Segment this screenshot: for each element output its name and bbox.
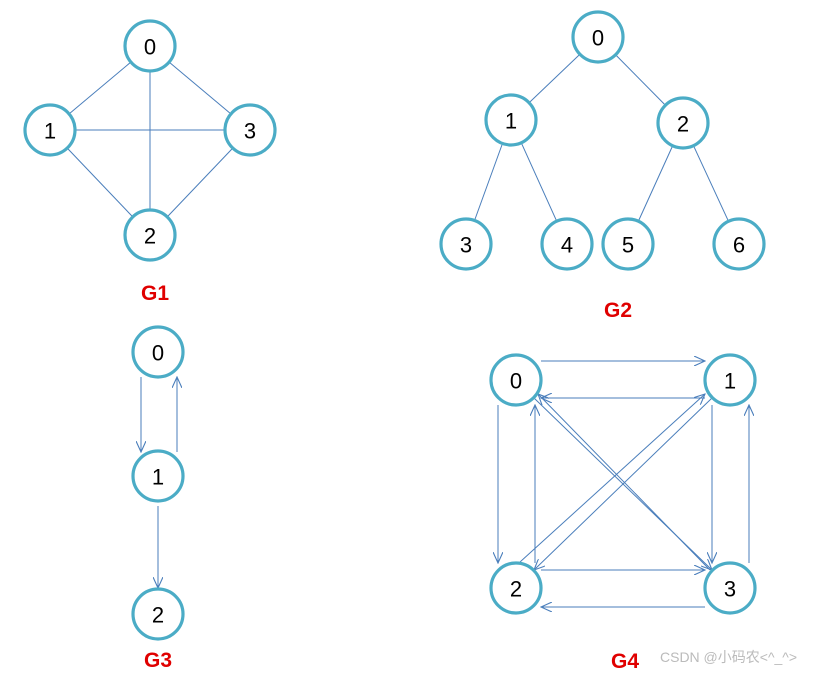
node-g2-6: 6 [712, 217, 766, 271]
node-circle [439, 217, 493, 271]
node-label: 6 [733, 233, 745, 258]
node-label: 2 [510, 577, 522, 602]
node-circle [571, 10, 625, 64]
node-circle [131, 587, 185, 641]
node-g3-2: 2 [131, 587, 185, 641]
node-circle [484, 93, 538, 147]
node-label: 0 [144, 35, 156, 60]
node-label: 0 [152, 341, 164, 366]
node-label: 0 [510, 369, 522, 394]
node-g2-3: 3 [439, 217, 493, 271]
node-g1-3: 3 [223, 103, 277, 157]
arc-g4-1-to-2 [534, 397, 713, 570]
node-label: 2 [677, 112, 689, 137]
node-circle [131, 325, 185, 379]
node-g1-0: 0 [123, 19, 177, 73]
edge-g1-3-2 [166, 147, 234, 218]
node-circle [712, 217, 766, 271]
edge-g1-0-3 [168, 61, 232, 115]
edge-g1-1-2 [66, 147, 134, 218]
node-circle [131, 449, 185, 503]
node-label: 4 [561, 233, 573, 258]
node-label: 1 [505, 109, 517, 134]
node-g2-0: 0 [571, 10, 625, 64]
node-label: 2 [152, 603, 164, 628]
node-g2-5: 5 [601, 217, 655, 271]
node-circle [601, 217, 655, 271]
edge-g2-1-4 [520, 142, 558, 222]
node-circle [489, 561, 543, 615]
nodes-layer: 0 1 3 2 0 1 2 3 4 5 6 0 1 2 0 1 2 3 [23, 10, 766, 641]
node-label: 1 [44, 119, 56, 144]
edge-g2-0-1 [528, 53, 581, 104]
node-circle [123, 208, 177, 262]
node-g1-1: 1 [23, 103, 77, 157]
arc-g4-3-to-0 [538, 394, 711, 571]
node-label: 5 [622, 233, 634, 258]
node-g3-1: 1 [131, 449, 185, 503]
caption-g4: G4 [611, 650, 639, 673]
caption-g1: G1 [141, 282, 169, 305]
node-circle [223, 103, 277, 157]
edge-g2-2-5 [637, 145, 674, 222]
node-label: 2 [144, 224, 156, 249]
node-label: 0 [592, 26, 604, 51]
node-circle [123, 19, 177, 73]
edge-g2-2-6 [693, 145, 729, 222]
node-g3-0: 0 [131, 325, 185, 379]
node-circle [540, 217, 594, 271]
node-g4-3: 3 [703, 561, 757, 615]
node-g4-2: 2 [489, 561, 543, 615]
arc-g4-2-to-1 [519, 394, 705, 563]
node-g2-1: 1 [484, 93, 538, 147]
edge-g1-0-1 [68, 61, 132, 115]
caption-g2: G2 [604, 299, 632, 322]
node-circle [703, 353, 757, 407]
node-g2-2: 2 [656, 96, 710, 150]
node-label: 1 [152, 465, 164, 490]
node-label: 1 [724, 369, 736, 394]
node-circle [656, 96, 710, 150]
node-circle [703, 561, 757, 615]
caption-g3: G3 [144, 649, 172, 672]
csdn-watermark: CSDN @小码农<^_^> [660, 649, 797, 665]
node-g2-4: 4 [540, 217, 594, 271]
node-circle [23, 103, 77, 157]
node-g4-0: 0 [489, 353, 543, 407]
node-label: 3 [244, 119, 256, 144]
edge-g2-1-3 [474, 143, 503, 221]
node-label: 3 [724, 577, 736, 602]
edge-g2-0-2 [615, 54, 666, 106]
node-label: 3 [460, 233, 472, 258]
node-g1-2: 2 [123, 208, 177, 262]
node-g4-1: 1 [703, 353, 757, 407]
edges-layer [66, 53, 749, 607]
node-circle [489, 353, 543, 407]
